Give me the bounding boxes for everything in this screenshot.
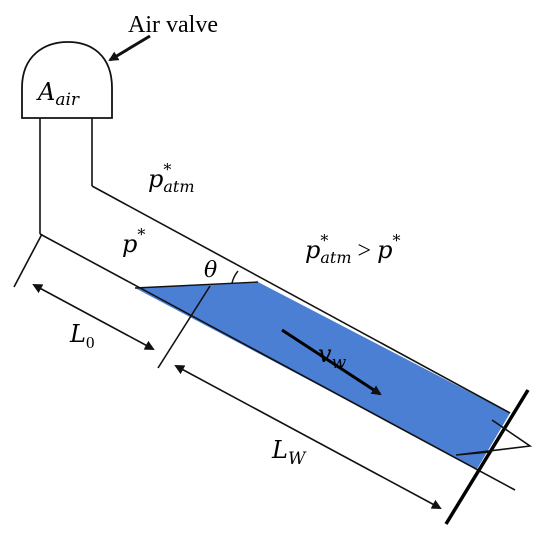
pressure-inequality-label: p*atm > p* bbox=[305, 231, 400, 267]
p-star-label: p* bbox=[122, 225, 145, 258]
pipe-upper-wall bbox=[91, 185, 511, 414]
end-valve-flap bbox=[455, 419, 533, 456]
air-valve-arrow bbox=[108, 34, 151, 62]
velocity-arrow bbox=[281, 328, 382, 396]
air-valve-dome bbox=[21, 41, 113, 119]
theta-label: θ bbox=[204, 258, 217, 283]
p-atm-label: p*atm bbox=[148, 160, 195, 196]
inlet-section-line bbox=[13, 233, 43, 288]
lw-label: LW bbox=[271, 436, 307, 469]
water-free-surface bbox=[134, 281, 259, 289]
lw-dimension-arrow bbox=[174, 365, 442, 509]
end-valve-bar bbox=[444, 389, 530, 525]
water-region bbox=[135, 282, 510, 469]
water-front-section-line bbox=[157, 285, 211, 369]
theta-arc bbox=[231, 270, 239, 284]
vw-label: vw bbox=[318, 340, 347, 373]
a-air-label: Aair bbox=[36, 78, 80, 110]
l0-dimension-arrow bbox=[32, 284, 155, 350]
air-valve-label: Air valve bbox=[128, 12, 218, 38]
l0-label: L0 bbox=[69, 320, 94, 352]
